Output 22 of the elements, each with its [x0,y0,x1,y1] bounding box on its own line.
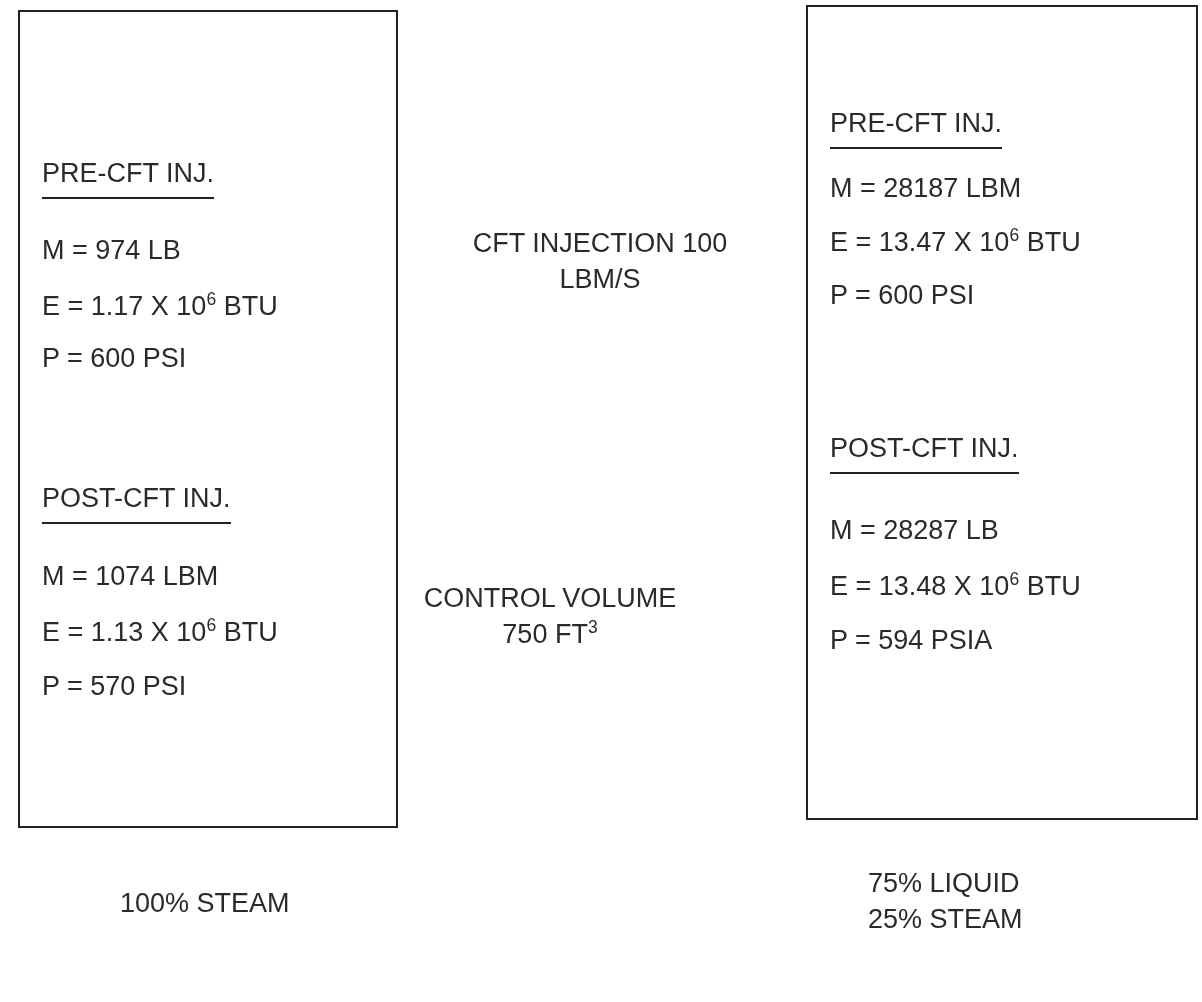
value-text: M = 28287 LB [830,514,999,547]
value-text: E = 1.13 X 10$^{6}$ BTU [42,615,278,649]
value-text: P = 594 PSIA [830,624,993,657]
value-text: P = 570 PSI [42,670,187,703]
annotation-text: CONTROL VOLUME 750 FT$^{3}$ [422,582,678,652]
section-heading: PRE-CFT INJ. [42,157,214,200]
value-text: M = 974 LB [42,234,181,267]
value-text: E = 1.17 X 10$^{6}$ BTU [42,289,278,323]
value-text: M = 1074 LBM [42,560,219,593]
annotation-text: CFT INJECTION 100 LBM/S [471,227,729,297]
value-text: P = 600 PSI [830,279,975,312]
section-heading: PRE-CFT INJ. [830,107,1002,150]
value-text: E = 13.47 X 10$^{6}$ BTU [830,225,1081,259]
phase-caption: 100% STEAM [120,887,291,920]
value-text: M = 28187 LBM [830,172,1022,205]
section-heading: POST-CFT INJ. [42,482,231,525]
value-text: P = 600 PSI [42,342,187,375]
phase-caption: 75% LIQUID 25% STEAM [868,867,1024,937]
value-text: E = 13.48 X 10$^{6}$ BTU [830,569,1081,603]
data-panel [18,10,398,828]
data-panel [806,5,1198,820]
section-heading: POST-CFT INJ. [830,432,1019,475]
